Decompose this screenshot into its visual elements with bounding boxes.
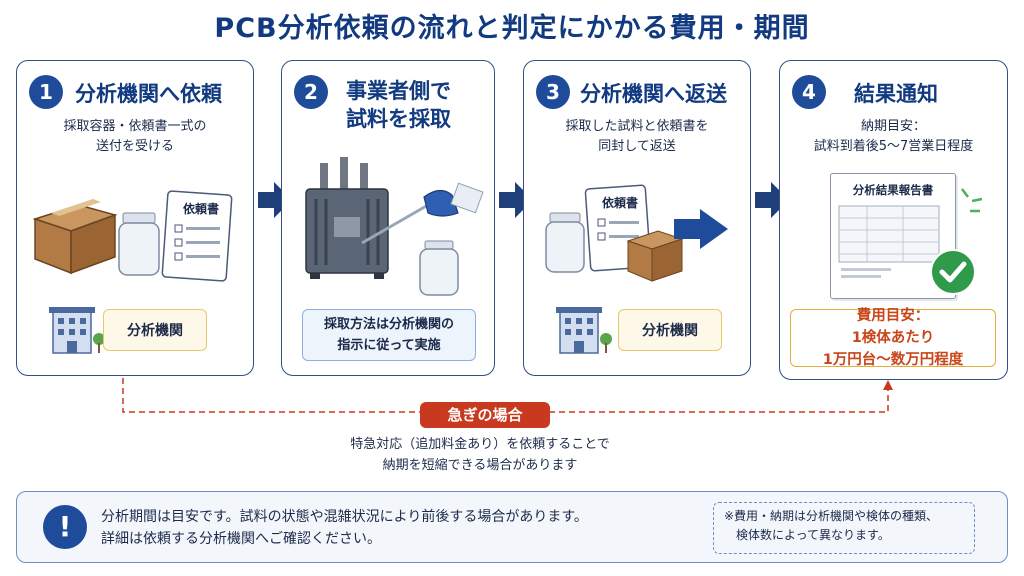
lab-label-3: 分析機関 [618,309,722,351]
sample-bottle-icon [545,212,585,273]
step-card-4: 4 結果通知 納期目安： 試料到着後5〜7営業日程度 分析結果報告書 費用目安：… [779,60,1008,380]
step-number-4: 4 [792,75,826,109]
arrow-right-icon [499,182,533,218]
step-card-2: 2 事業者側で 試料を採取 採取方法は分析機関の 指示に従って実施 [281,60,495,376]
step-card-1: 1 分析機関へ依頼 採取容器・依頼書一式の 送付を受ける 依頼書 分析機関 [16,60,254,376]
step-number-3: 3 [536,75,570,109]
cardboard-box-icon [32,199,118,275]
step-title-2: 事業者側で 試料を採取 [346,79,451,131]
step-number-1: 1 [29,75,63,109]
urgent-badge: 急ぎの場合 [420,402,550,428]
sample-bottle-icon [419,240,459,296]
request-form-label: 依頼書 [183,201,219,216]
sampling-note: 採取方法は分析機関の 指示に従って実施 [302,309,476,361]
step-number-2: 2 [294,75,328,109]
step-card-3: 3 分析機関へ返送 採取した試料と依頼書を 同封して返送 依頼書 分析機関 [523,60,751,376]
notice-main-text: 分析期間は目安です。試料の状態や混雑状況により前後する場合があります。 詳細は依… [101,509,588,547]
notice-panel: ! 分析期間は目安です。試料の状態や混雑状況により前後する場合があります。 詳細… [16,491,1008,563]
request-form-icon: 依頼書 [161,190,233,282]
arrow-right-icon [755,182,789,218]
report-title: 分析結果報告書 [852,183,934,197]
lab-label-1: 分析機関 [103,309,207,351]
report-table-icon [838,205,940,278]
step-illustration-1: 依頼書 [32,190,233,282]
sample-bottle-icon [118,212,160,276]
gloved-hand-pipette-icon [361,182,484,245]
exclamation-icon: ! [43,505,87,549]
send-arrow-icon [674,209,728,249]
check-icon [930,249,976,295]
urgent-text: 特急対応（追加料金あり）を依頼することで 納期を短縮できる場合があります [350,437,610,473]
step-desc-1: 採取容器・依頼書一式の 送付を受ける [63,119,207,154]
request-form-label: 依頼書 [602,195,638,210]
cardboard-box-icon [626,230,684,282]
building-icon [556,307,612,354]
step-illustration-2 [305,157,484,296]
step-desc-4: 納期目安： 試料到着後5〜7営業日程度 [813,119,974,154]
sparkle-icon [961,188,983,213]
step-desc-3: 採取した試料と依頼書を 同封して返送 [565,119,709,154]
page-title: PCB分析依頼の流れと判定にかかる費用・期間 [214,13,810,44]
notice-side-text: ※費用・納期は分析機関や検体の種類、 検体数によって異なります。 [713,502,975,554]
step-illustration-3: 依頼書 [545,184,728,282]
urgent-connector [122,378,893,413]
arrow-right-icon [258,182,292,218]
building-icon [49,307,105,354]
step-title-1: 分析機関へ依頼 [75,82,222,106]
step-title-4: 結果通知 [854,82,938,106]
step-title-3: 分析機関へ返送 [580,82,727,106]
transformer-icon [305,157,389,279]
cost-estimate: 費用目安： 1検体あたり 1万円台〜数万円程度 [790,308,996,368]
